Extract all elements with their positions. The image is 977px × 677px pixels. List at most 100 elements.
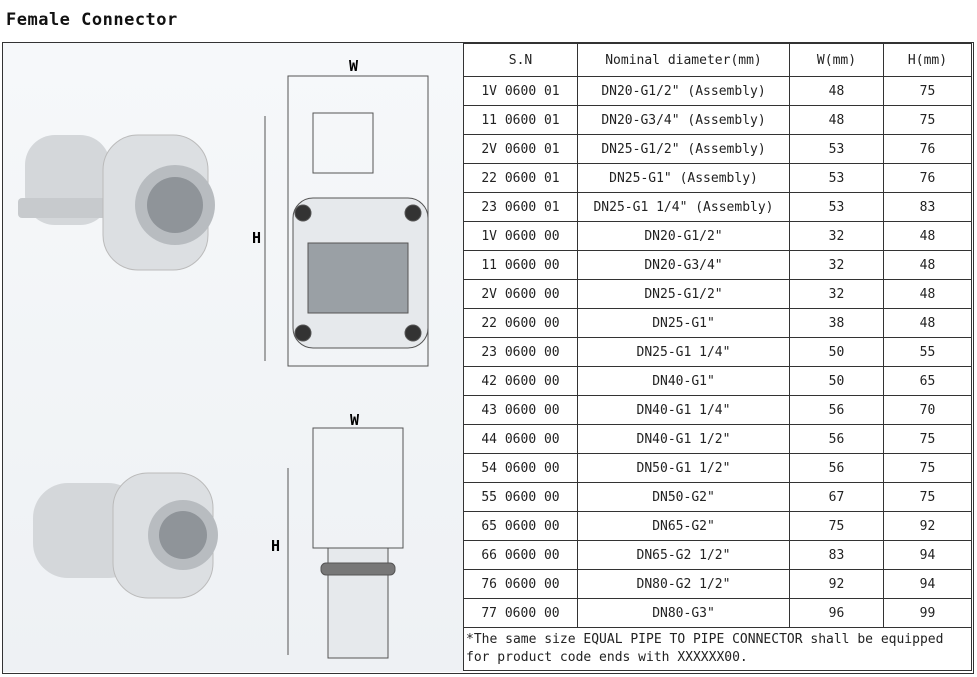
cell-w: 53 <box>789 163 884 193</box>
assembly-connector-image <box>18 134 215 271</box>
cell-diameter: DN25-G1 1/4" (Assembly) <box>577 192 790 222</box>
cell-w: 48 <box>789 105 884 135</box>
cell-h: 70 <box>883 395 972 425</box>
cell-h: 83 <box>883 192 972 222</box>
cell-sn: 44 0600 00 <box>463 424 578 454</box>
cell-diameter: DN25-G1/2" <box>577 279 790 309</box>
cell-w: 38 <box>789 308 884 338</box>
connector-drawings: W H W H <box>18 57 429 659</box>
cell-w: 48 <box>789 76 884 106</box>
assembly-technical-drawing <box>264 75 429 367</box>
cell-sn: 77 0600 00 <box>463 598 578 628</box>
page-title: Female Connector <box>6 10 178 30</box>
spec-table: S.N Nominal diameter(mm) W(mm) H(mm) 1V … <box>463 43 972 671</box>
cell-sn: 1V 0600 01 <box>463 76 578 106</box>
cell-sn: 66 0600 00 <box>463 540 578 570</box>
cell-sn: 55 0600 00 <box>463 482 578 512</box>
cell-w: 56 <box>789 395 884 425</box>
cell-h: 75 <box>883 76 972 106</box>
cell-h: 48 <box>883 221 972 251</box>
width-label: W <box>349 57 359 75</box>
cell-w: 83 <box>789 540 884 570</box>
cell-sn: 23 0600 00 <box>463 337 578 367</box>
cell-sn: 11 0600 00 <box>463 250 578 280</box>
cell-w: 53 <box>789 192 884 222</box>
cell-h: 99 <box>883 598 972 628</box>
cell-diameter: DN20-G1/2" (Assembly) <box>577 76 790 106</box>
header-sn: S.N <box>463 43 578 77</box>
cell-w: 92 <box>789 569 884 599</box>
cell-sn: 2V 0600 01 <box>463 134 578 164</box>
cell-h: 75 <box>883 424 972 454</box>
cell-diameter: DN25-G1" <box>577 308 790 338</box>
cell-sn: 11 0600 01 <box>463 105 578 135</box>
frame <box>2 42 974 674</box>
cell-sn: 22 0600 00 <box>463 308 578 338</box>
cell-sn: 76 0600 00 <box>463 569 578 599</box>
cell-w: 32 <box>789 279 884 309</box>
cell-w: 53 <box>789 134 884 164</box>
cell-w: 56 <box>789 453 884 483</box>
cell-w: 32 <box>789 221 884 251</box>
cell-h: 75 <box>883 453 972 483</box>
cell-h: 48 <box>883 250 972 280</box>
cell-sn: 1V 0600 00 <box>463 221 578 251</box>
cell-h: 48 <box>883 308 972 338</box>
footnote: *The same size EQUAL PIPE TO PIPE CONNEC… <box>463 627 972 671</box>
cell-diameter: DN50-G1 1/2" <box>577 453 790 483</box>
cell-h: 76 <box>883 163 972 193</box>
cell-sn: 42 0600 00 <box>463 366 578 396</box>
cell-w: 96 <box>789 598 884 628</box>
cell-diameter: DN65-G2 1/2" <box>577 540 790 570</box>
header-diameter: Nominal diameter(mm) <box>577 43 790 77</box>
cell-diameter: DN25-G1" (Assembly) <box>577 163 790 193</box>
cell-w: 50 <box>789 337 884 367</box>
cell-diameter: DN20-G1/2" <box>577 221 790 251</box>
width-label-2: W <box>350 411 360 429</box>
cell-diameter: DN25-G1/2" (Assembly) <box>577 134 790 164</box>
cell-w: 32 <box>789 250 884 280</box>
cell-w: 67 <box>789 482 884 512</box>
cell-diameter: DN40-G1 1/2" <box>577 424 790 454</box>
height-label: H <box>252 229 261 247</box>
cell-diameter: DN65-G2" <box>577 511 790 541</box>
cell-sn: 65 0600 00 <box>463 511 578 541</box>
cell-sn: 2V 0600 00 <box>463 279 578 309</box>
cell-h: 75 <box>883 105 972 135</box>
height-label-2: H <box>271 537 280 555</box>
cell-diameter: DN40-G1" <box>577 366 790 396</box>
cell-diameter: DN25-G1 1/4" <box>577 337 790 367</box>
cell-h: 76 <box>883 134 972 164</box>
cell-diameter: DN20-G3/4" (Assembly) <box>577 105 790 135</box>
cell-h: 48 <box>883 279 972 309</box>
female-connector-image <box>33 472 218 599</box>
cell-h: 92 <box>883 511 972 541</box>
cell-h: 55 <box>883 337 972 367</box>
header-w: W(mm) <box>789 43 884 77</box>
cell-w: 50 <box>789 366 884 396</box>
cell-diameter: DN20-G3/4" <box>577 250 790 280</box>
cell-diameter: DN50-G2" <box>577 482 790 512</box>
table-header: S.N Nominal diameter(mm) W(mm) H(mm) <box>463 43 972 77</box>
female-technical-drawing <box>287 427 404 659</box>
cell-diameter: DN80-G3" <box>577 598 790 628</box>
cell-sn: 22 0600 01 <box>463 163 578 193</box>
cell-sn: 54 0600 00 <box>463 453 578 483</box>
